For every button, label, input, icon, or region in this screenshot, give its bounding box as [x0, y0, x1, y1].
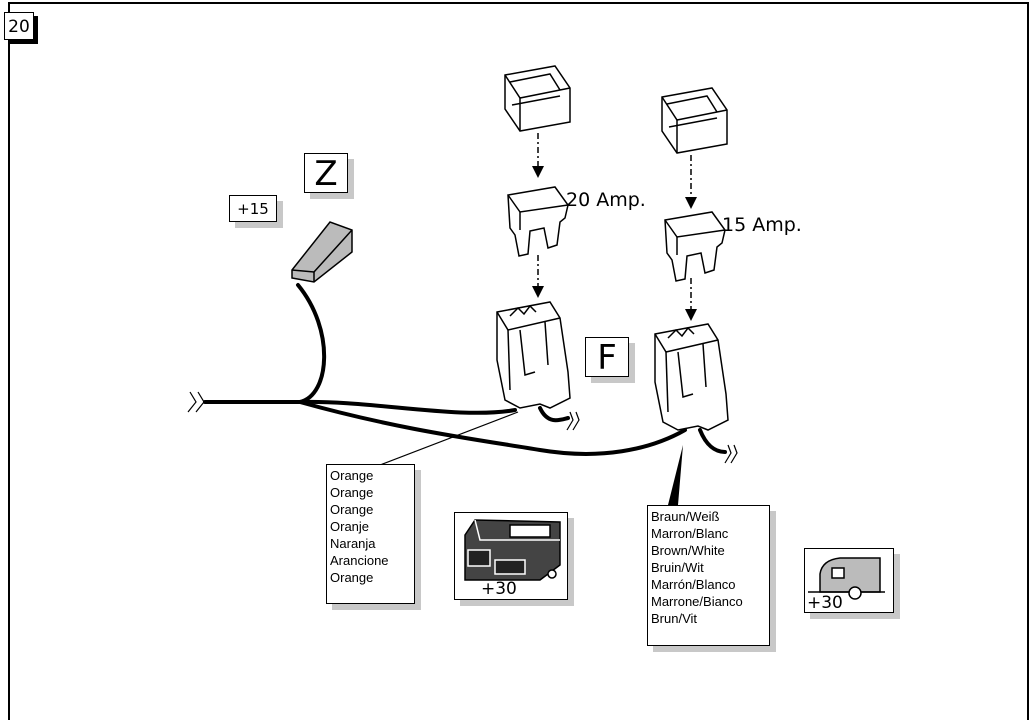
wire-color-sv: Orange — [330, 570, 374, 585]
trailer-plus30-label: +30 — [807, 593, 843, 613]
fuse-15a-icon — [664, 211, 726, 282]
wire-color-de: Orange — [330, 468, 374, 483]
wire-color-es: Naranja — [330, 536, 376, 551]
brown-white-wire-label: Braun/Weiß Marron/Blanc Brown/White Brui… — [647, 505, 770, 646]
wire-color-nl: Bruin/Wit — [651, 560, 704, 575]
connector-z-label: Z — [304, 153, 348, 194]
trailer-box: +30 — [804, 548, 894, 613]
page-number: 20 — [4, 12, 34, 40]
fuse-holder-icon-2 — [654, 323, 729, 431]
plus15-label: +15 — [229, 195, 277, 222]
wire-color-es: Marrón/Blanco — [651, 577, 736, 592]
wire-color-en: Brown/White — [651, 543, 725, 558]
wire-color-en: Orange — [330, 502, 374, 517]
fuse-15a-label: 15 Amp. — [722, 214, 802, 236]
module-plus30-label: +30 — [481, 579, 517, 599]
wire-color-it: Marrone/Bianco — [651, 594, 743, 609]
control-module-icon — [464, 519, 561, 581]
plug-connector-icon — [291, 221, 353, 283]
fuse-cover-icon-1 — [504, 65, 571, 132]
fuse-holder-icon-1 — [496, 301, 571, 409]
wire-color-nl: Oranje — [330, 519, 370, 534]
fuse-cover-icon-2 — [661, 87, 728, 154]
caravan-icon — [808, 557, 885, 600]
wire-color-fr: Orange — [330, 485, 374, 500]
wire-color-it: Arancione — [330, 553, 389, 568]
fuse-20a-icon — [507, 186, 569, 257]
wire-color-sv: Brun/Vit — [651, 611, 698, 626]
connector-f-label: F — [585, 337, 629, 378]
orange-wire-label: Orange Orange Orange Oranje Naranja Aran… — [326, 464, 415, 604]
page-frame — [8, 2, 1029, 720]
wire-color-fr: Marron/Blanc — [651, 526, 729, 541]
wire-color-de: Braun/Weiß — [651, 509, 720, 524]
fuse-20a-label: 20 Amp. — [566, 189, 646, 211]
module-box: +30 — [454, 512, 568, 600]
